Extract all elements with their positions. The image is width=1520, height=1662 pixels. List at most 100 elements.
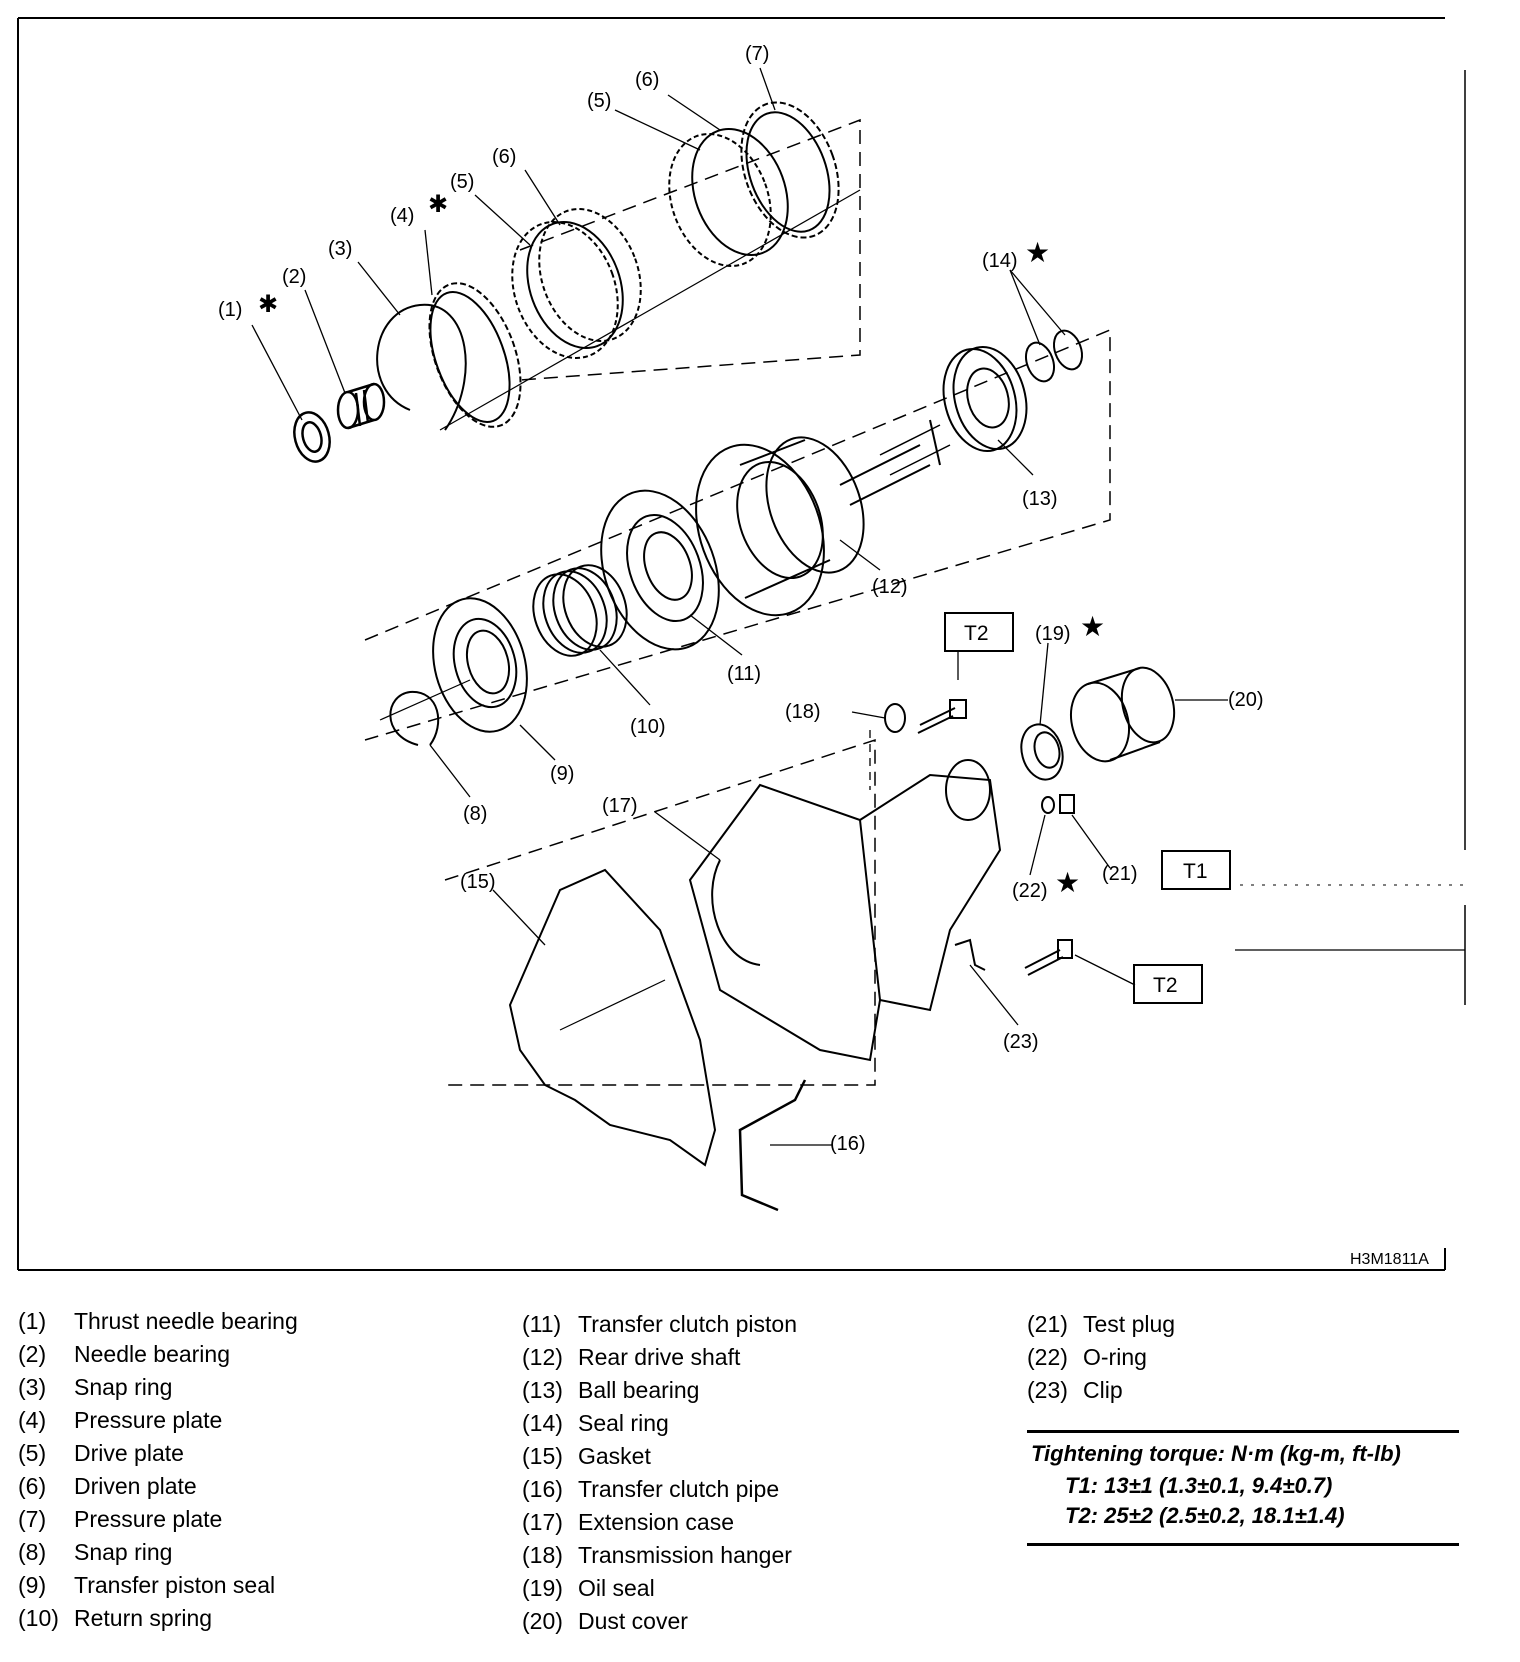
legend-item: (9) Transfer piston seal [18, 1569, 298, 1602]
legend-item-label: Dust cover [578, 1608, 688, 1634]
callout-5b: (5) [587, 90, 611, 112]
legend-item: (1) Thrust needle bearing [18, 1305, 298, 1338]
legend-item-label: Snap ring [74, 1374, 173, 1400]
callout-15: (15) [460, 871, 496, 893]
torque-box-label: T2 [964, 622, 989, 645]
callout-12: (12) [872, 576, 908, 598]
legend-column-3: (21)Test plug(22)O-ring (23) Clip [1027, 1308, 1175, 1407]
star-marker: ★ [1055, 866, 1080, 899]
legend-column-1: (1) Thrust needle bearing (2) Needle bearin… [18, 1305, 298, 1635]
legend-item: (20) Dust cover [522, 1605, 797, 1638]
legend-item-label: Thrust needle bearing [74, 1308, 298, 1334]
legend-item-number: (20) [522, 1608, 563, 1634]
legend-item-number: (19) [522, 1575, 563, 1601]
legend-item: (7)Pressure plate [18, 1503, 298, 1536]
return-spring-part [532, 564, 628, 657]
legend-item-number: (18) [522, 1542, 563, 1568]
legend-item-number: (9) [18, 1572, 47, 1598]
legend-item-number: (8) [18, 1539, 47, 1565]
drive-driven-plates-rear [668, 101, 840, 267]
callout-leaders [251, 67, 1228, 1146]
torque-spec-t1: T1: 13±1 (1.3±0.1, 9.4±0.7) [1065, 1473, 1333, 1498]
callout-19: (19) [1035, 623, 1071, 645]
legend-item-number: (12) [522, 1344, 563, 1370]
legend-item-number: (2) [18, 1341, 47, 1367]
callout-10: (10) [630, 716, 666, 738]
legend-item-label: Seal ring [578, 1410, 669, 1436]
legend-item-label: Transfer clutch piston [578, 1311, 798, 1337]
legend-item-label: Transfer clutch pipe [578, 1476, 780, 1502]
legend-item: (22)O-ring [1027, 1341, 1175, 1374]
callout-17: (17) [602, 795, 638, 817]
clip-part [954, 938, 1073, 976]
torque-box-label: T2 [1153, 974, 1178, 997]
legend-item: (8) Snap ring [18, 1536, 298, 1569]
legend-item-number: (21) [1027, 1311, 1068, 1337]
legend-item-label: Transfer piston seal [74, 1572, 276, 1598]
drive-driven-plates-front [511, 208, 642, 359]
torque-spec-t2: T2: 25±2 (2.5±0.2, 18.1±1.4) [1065, 1503, 1345, 1528]
legend-item: (14) Seal ring [522, 1407, 797, 1440]
callout-22: (22) [1012, 880, 1048, 902]
legend-item-label: Return spring [74, 1605, 213, 1631]
pressure-plate-part [428, 282, 522, 428]
legend-item-number: (15) [522, 1443, 563, 1469]
legend-item-number: (13) [522, 1377, 563, 1403]
legend-item-label: Clip [1083, 1377, 1123, 1403]
legend-item-number: (3) [18, 1374, 47, 1400]
callout-9: (9) [550, 763, 574, 785]
legend-item: (10) Return spring [18, 1602, 298, 1635]
legend-item-label: Rear drive shaft [578, 1344, 741, 1370]
seal-ring-part [1024, 329, 1084, 383]
legend-item: (21)Test plug [1027, 1308, 1175, 1341]
legend-item-label: Transmission hanger [578, 1542, 792, 1568]
legend-item-label: O-ring [1083, 1344, 1147, 1370]
figure-code: H3M1811A [1350, 1251, 1429, 1268]
star-marker: ★ [1025, 236, 1050, 269]
dust-cover-part [1070, 666, 1176, 763]
legend-item: (3) Snap ring [18, 1371, 298, 1404]
asterisk-marker: ✱ [428, 190, 448, 218]
callout-16: (16) [830, 1133, 866, 1155]
torque-title: Tightening torque: N·m (kg-m, ft-lb) [1031, 1441, 1401, 1466]
legend-item-label: Snap ring [74, 1539, 173, 1565]
legend-item: (2) Needle bearing [18, 1338, 298, 1371]
thrust-needle-bearing-part [293, 411, 331, 463]
legend-item-label: Pressure plate [74, 1407, 223, 1433]
legend-item-number: (23) [1027, 1377, 1068, 1403]
legend-item: (6)Driven plate [18, 1470, 298, 1503]
snap-ring-8-part [389, 690, 440, 746]
callout-6b: (6) [635, 69, 659, 91]
rear-drive-shaft-part [695, 419, 951, 617]
callout-21: (21) [1102, 863, 1138, 885]
callout-5a: (5) [450, 171, 474, 193]
torque-box-t2-lower: T2 [1133, 964, 1203, 1004]
legend-item-number: (14) [522, 1410, 563, 1436]
legend-item-label: Oil seal [578, 1575, 655, 1601]
ball-bearing-part [942, 345, 1028, 453]
tightening-torque-block: Tightening torque: N·m (kg-m, ft-lb) T1:… [1027, 1430, 1459, 1546]
legend-column-2: (11)Transfer clutch piston(12)Rear drive… [522, 1308, 797, 1638]
legend-item: (15)Gasket [522, 1440, 797, 1473]
torque-box-label: T1 [1183, 860, 1208, 883]
torque-box-t2-upper: T2 [944, 612, 1014, 652]
transfer-clutch-pipe-part [738, 1079, 807, 1212]
callout-6a: (6) [492, 146, 516, 168]
legend-item: (16)Transfer clutch pipe [522, 1473, 797, 1506]
legend-item-label: Extension case [578, 1509, 734, 1535]
legend-item-label: Drive plate [74, 1440, 184, 1466]
legend-item-number: (10) [18, 1605, 59, 1631]
callout-7: (7) [745, 43, 769, 65]
diagram-frame [17, 17, 1466, 1271]
assembly-dashed-outlines [364, 118, 1111, 1086]
callout-20: (20) [1228, 689, 1264, 711]
legend-item: (13)Ball bearing [522, 1374, 797, 1407]
legend-item-label: Needle bearing [74, 1341, 231, 1367]
callout-18: (18) [785, 701, 821, 723]
legend-item: (18) Transmission hanger [522, 1539, 797, 1572]
legend-item-number: (1) [18, 1308, 47, 1334]
callout-23: (23) [1003, 1031, 1039, 1053]
legend-item-label: Driven plate [74, 1473, 197, 1499]
legend-item-number: (5) [18, 1440, 47, 1466]
